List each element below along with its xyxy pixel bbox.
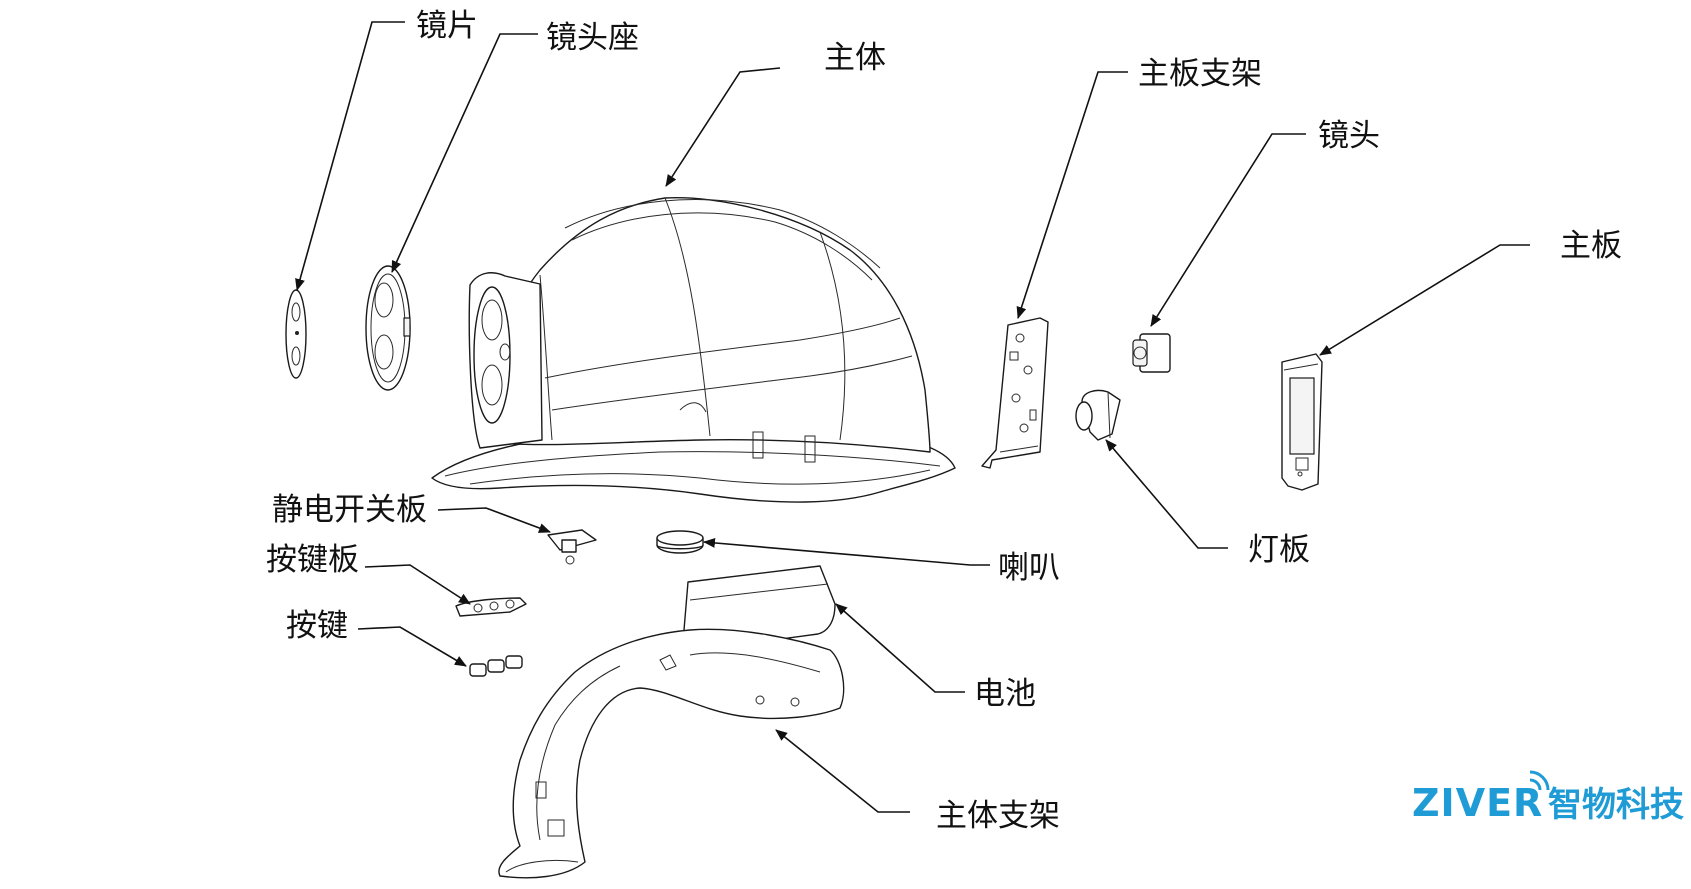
leader-lens xyxy=(1150,133,1306,327)
lens-sheet-part xyxy=(285,289,307,379)
speaker-part xyxy=(656,530,704,554)
part-labels: 镜片 镜头座 主体 主板支架 镜头 主板 静电开关板 按键板 按键 喇叭 灯板 … xyxy=(266,8,1622,834)
label-key-board: 按键板 xyxy=(266,542,359,578)
leader-static-switch-board xyxy=(437,507,551,533)
label-main-body: 主体 xyxy=(824,40,886,76)
keys-part xyxy=(469,655,523,677)
logo-chinese-text: 智物科技 xyxy=(1548,785,1684,825)
leader-lens-mount xyxy=(391,33,538,273)
leader-keys xyxy=(357,626,467,667)
label-battery: 电池 xyxy=(974,676,1036,712)
leader-lines xyxy=(295,21,1530,813)
label-keys: 按键 xyxy=(286,608,348,644)
wifi-signal-icon xyxy=(1529,770,1550,791)
label-lens-mount: 镜头座 xyxy=(546,20,639,56)
helmet-main-body-part xyxy=(431,197,956,503)
lens-mount-part xyxy=(365,265,411,391)
ziver-logo: ZIVER 智物科技 xyxy=(1412,770,1684,825)
label-static-switch-board: 静电开关板 xyxy=(272,492,427,528)
leader-key-board xyxy=(364,564,471,605)
leader-body-bracket xyxy=(775,729,910,813)
label-light-board: 灯板 xyxy=(1248,532,1310,568)
label-speaker: 喇叭 xyxy=(998,550,1060,586)
leader-speaker xyxy=(703,537,990,566)
logo-latin-text: ZIVER xyxy=(1412,781,1543,825)
mainboard-part xyxy=(1281,353,1323,491)
light-board-part xyxy=(1075,389,1121,441)
leader-battery xyxy=(835,603,965,693)
leader-lens-sheet xyxy=(295,21,405,291)
board-bracket-part xyxy=(981,317,1049,469)
label-body-bracket: 主体支架 xyxy=(936,798,1060,834)
leader-main-body xyxy=(665,67,781,187)
lens-module-part xyxy=(1132,333,1171,373)
leader-mainboard xyxy=(1319,244,1530,356)
label-board-bracket: 主板支架 xyxy=(1138,56,1262,92)
label-mainboard: 主板 xyxy=(1560,228,1622,264)
body-bracket-part xyxy=(498,628,845,879)
label-lens-sheet: 镜片 xyxy=(416,8,478,44)
key-board-part xyxy=(455,597,527,617)
leader-light-board xyxy=(1105,439,1228,549)
static-switch-board-part xyxy=(547,529,597,565)
label-lens: 镜头 xyxy=(1318,118,1380,154)
leader-board-bracket xyxy=(1016,71,1128,319)
